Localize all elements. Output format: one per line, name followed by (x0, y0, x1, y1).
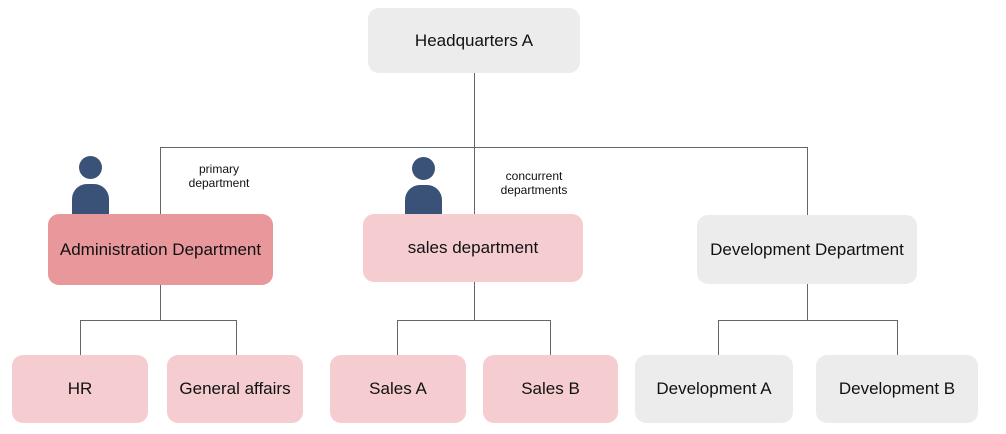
node-development-a: Development A (635, 355, 793, 423)
node-label: sales department (407, 238, 539, 258)
node-sales-department: sales department (363, 214, 583, 282)
connector-root-drop (473, 73, 475, 147)
node-sales-a: Sales A (330, 355, 466, 423)
node-administration-department: Administration Department (48, 214, 273, 285)
connector-general-affairs-drop (235, 320, 237, 355)
connector-dev-horizontal (718, 319, 897, 321)
connector-dev-down (806, 284, 808, 320)
person-icon (405, 157, 442, 216)
node-general-affairs: General affairs (167, 355, 303, 423)
node-label: Sales B (521, 379, 580, 399)
node-label: Headquarters A (414, 30, 534, 50)
node-label: General affairs (179, 379, 291, 399)
connector-sales-down (473, 282, 475, 320)
person-body (72, 184, 109, 215)
node-hr: HR (12, 355, 148, 423)
connector-sales-horizontal (397, 319, 550, 321)
annotation-primary-department: primary department (188, 162, 250, 191)
connector-admin-drop (159, 147, 161, 214)
connector-main-horizontal (160, 146, 807, 148)
connector-hr-drop (79, 320, 81, 355)
connector-admin-horizontal (80, 319, 236, 321)
connector-dev-b-drop (896, 320, 898, 355)
node-headquarters-a: Headquarters A (368, 8, 580, 73)
node-label: Development B (838, 379, 956, 399)
connector-dev-a-drop (717, 320, 719, 355)
connector-admin-down (159, 285, 161, 320)
node-sales-b: Sales B (483, 355, 618, 423)
node-development-department: Development Department (697, 215, 917, 284)
node-label: Development Department (710, 239, 904, 259)
node-label: Administration Department (59, 239, 262, 259)
connector-sales-drop (473, 147, 475, 214)
node-label: HR (67, 379, 93, 399)
person-head (79, 156, 102, 179)
person-icon (72, 156, 109, 215)
node-development-b: Development B (816, 355, 978, 423)
annotation-concurrent-departments: concurrent departments (500, 169, 568, 198)
node-label: Sales A (369, 379, 427, 399)
connector-sales-b-drop (549, 320, 551, 355)
connector-sales-a-drop (396, 320, 398, 355)
person-head (412, 157, 435, 180)
connector-dev-drop (806, 147, 808, 215)
person-body (405, 185, 442, 216)
node-label: Development A (656, 379, 772, 399)
